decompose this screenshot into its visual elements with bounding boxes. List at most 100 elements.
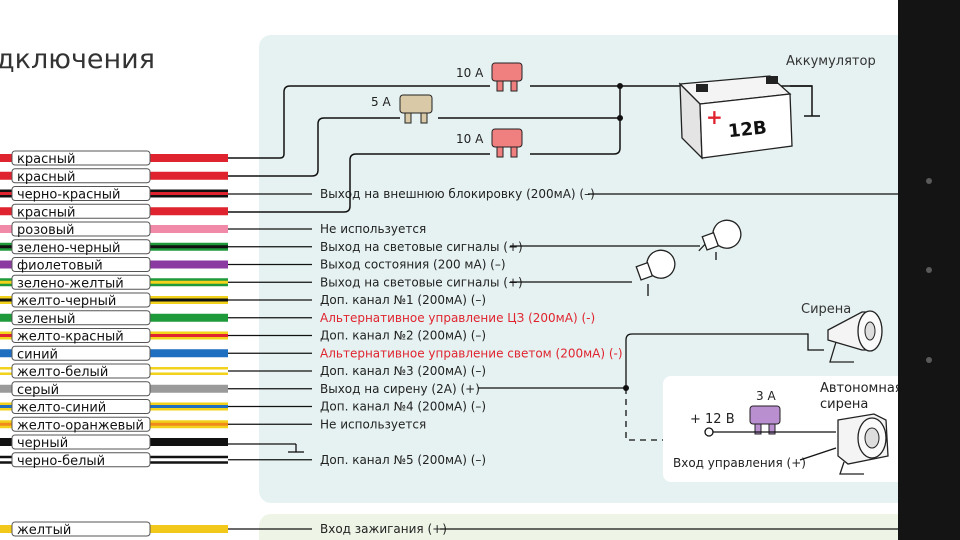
battery-title: Аккумулятор bbox=[786, 54, 876, 69]
wire-label-box bbox=[11, 257, 151, 272]
wire-label-box bbox=[11, 150, 151, 166]
autonomous-siren-icon bbox=[837, 413, 889, 475]
wire-desc: Выход состояния (200 мА) (–) bbox=[320, 258, 506, 272]
autonomous-siren-box: Автономная сирена 3 А + 12 В Вход управл… bbox=[663, 376, 908, 482]
wire-desc: Доп. канал №3 (200мА) (–) bbox=[320, 364, 486, 378]
wire-row: желто-белый Доп. канал №3 (200мА) (–) bbox=[0, 363, 486, 380]
wire-label: красный bbox=[17, 152, 75, 167]
control-line bbox=[799, 447, 837, 461]
wire-desc: Доп. канал №1 (200мА) (–) bbox=[320, 293, 486, 307]
wire-desc: Выход на сирену (2А) (+) bbox=[320, 382, 480, 396]
wire-label: желто-синий bbox=[17, 401, 106, 416]
fuse-mid-label: 5 А bbox=[371, 95, 391, 109]
wire-desc: Не используется bbox=[320, 222, 426, 236]
wire-label-box bbox=[11, 221, 151, 237]
junction-dot bbox=[617, 115, 623, 121]
wire-row: зелено-черный Выход на световые сигналы (… bbox=[0, 239, 523, 256]
wire-desc: Выход на световые сигналы (+) bbox=[320, 240, 523, 254]
wire-row: серый Выход на сирену (2А) (+) bbox=[0, 381, 480, 398]
battery-plus: + bbox=[706, 105, 723, 129]
nav-dot[interactable] bbox=[926, 267, 932, 273]
wire-row: черно-красный bbox=[0, 186, 228, 203]
wire-label-box bbox=[11, 399, 151, 414]
wire-desc: Альтернативное управление ЦЗ (200мА) (-) bbox=[320, 311, 595, 325]
wire-label-box bbox=[11, 292, 151, 308]
wire-row: зелено-желтый Выход на световые сигналы (… bbox=[0, 274, 523, 291]
wire-row: зеленый Альтернативное управление ЦЗ (200… bbox=[0, 310, 595, 327]
wire-row: синий Альтернативное управление светом (2… bbox=[0, 345, 623, 362]
bulb-icon bbox=[698, 219, 742, 252]
wire-label-box bbox=[11, 203, 151, 219]
siren-title: Сирена bbox=[801, 302, 851, 317]
battery-label: 12В bbox=[727, 117, 768, 142]
wire-desc: Не используется bbox=[320, 417, 426, 431]
wire-label: фиолетовый bbox=[17, 259, 103, 274]
fuse-bottom-label: 10 А bbox=[456, 132, 484, 146]
wire-label: черный bbox=[17, 436, 68, 451]
wire-row: черный bbox=[0, 434, 228, 451]
wire-desc: Доп. канал №5 (200мА) (–) bbox=[320, 453, 486, 467]
wire-label: синий bbox=[17, 347, 58, 362]
wire-desc: Доп. канал №4 (200мА) (–) bbox=[320, 400, 486, 414]
nav-dot[interactable] bbox=[926, 357, 932, 363]
wire-label: зеленый bbox=[17, 312, 75, 327]
wire-row: фиолетовый Выход состояния (200 мА) (–) bbox=[0, 257, 506, 274]
wire-label: зелено-желтый bbox=[17, 276, 124, 291]
wire-label-box bbox=[11, 328, 151, 343]
wire-label-box bbox=[11, 310, 151, 326]
battery-icon: Аккумулятор + 12В bbox=[678, 54, 876, 160]
ignition-panel bbox=[259, 514, 919, 540]
wire-label: красный bbox=[17, 170, 75, 185]
wire-row: розовый Не используется bbox=[0, 221, 426, 238]
auto-siren-fuse-label: 3 А bbox=[756, 389, 776, 403]
wire-row: красный bbox=[0, 203, 228, 220]
ground-symbol bbox=[228, 443, 304, 453]
auto-siren-title-1: Автономная bbox=[820, 381, 903, 396]
junction-dot bbox=[617, 83, 623, 89]
wire-row: желто-синий Доп. канал №4 (200мА) (–) bbox=[0, 399, 486, 416]
nav-dot[interactable] bbox=[926, 178, 932, 184]
blocking-line: Выход на внешнюю блокировку (200мА) (–) bbox=[228, 187, 919, 201]
wire-row: красный bbox=[0, 150, 228, 167]
wire-label: желтый bbox=[17, 523, 71, 538]
wire-label: красный bbox=[17, 205, 75, 220]
wire-label-box bbox=[11, 345, 151, 361]
wire-label-box bbox=[11, 452, 151, 468]
fuse-top-label: 10 А bbox=[456, 66, 484, 80]
siren-line bbox=[625, 333, 824, 388]
siren-icon: Сирена bbox=[801, 302, 883, 363]
wire-label-box bbox=[11, 168, 151, 184]
wire-desc: Доп. канал №2 (200мА) (–) bbox=[320, 329, 486, 343]
fuse-mid: 5 А bbox=[371, 94, 433, 124]
page-title: дключения bbox=[0, 44, 155, 75]
fuse-bottom: 10 А bbox=[456, 128, 523, 158]
auto-siren-supply: + 12 В bbox=[690, 412, 735, 427]
wire-desc: Альтернативное управление светом (200мА)… bbox=[320, 346, 623, 360]
fuse-top: 10 А bbox=[456, 62, 523, 92]
auto-siren-control: Вход управления (+) bbox=[673, 456, 806, 470]
auto-siren-title-2: сирена bbox=[820, 397, 868, 412]
wire-label-box bbox=[11, 363, 151, 379]
wire-ignition: желтый Вход зажигания (+) bbox=[0, 521, 919, 538]
blocking-desc: Выход на внешнюю блокировку (200мА) (–) bbox=[320, 187, 595, 201]
wire-label: серый bbox=[17, 383, 59, 398]
wire-label-box bbox=[11, 274, 151, 290]
wire-label-box bbox=[11, 434, 151, 450]
wire-label: розовый bbox=[17, 223, 74, 238]
bulb-icon bbox=[635, 249, 676, 281]
wire-label-box bbox=[11, 239, 151, 255]
wire-desc: Выход на световые сигналы (+) bbox=[320, 275, 523, 289]
wire-row: красный bbox=[0, 168, 228, 185]
wire-label: черно-белый bbox=[17, 454, 105, 469]
wire-label-box bbox=[11, 381, 151, 397]
wire-row: черно-белый Доп. канал №5 (200мА) (–) bbox=[0, 452, 486, 469]
wire-label-box bbox=[11, 521, 151, 537]
wire-desc: Вход зажигания (+) bbox=[320, 522, 447, 536]
wire-label-box bbox=[11, 416, 151, 432]
wire-label: зелено-черный bbox=[17, 241, 121, 256]
wire-label: желто-белый bbox=[17, 365, 108, 380]
